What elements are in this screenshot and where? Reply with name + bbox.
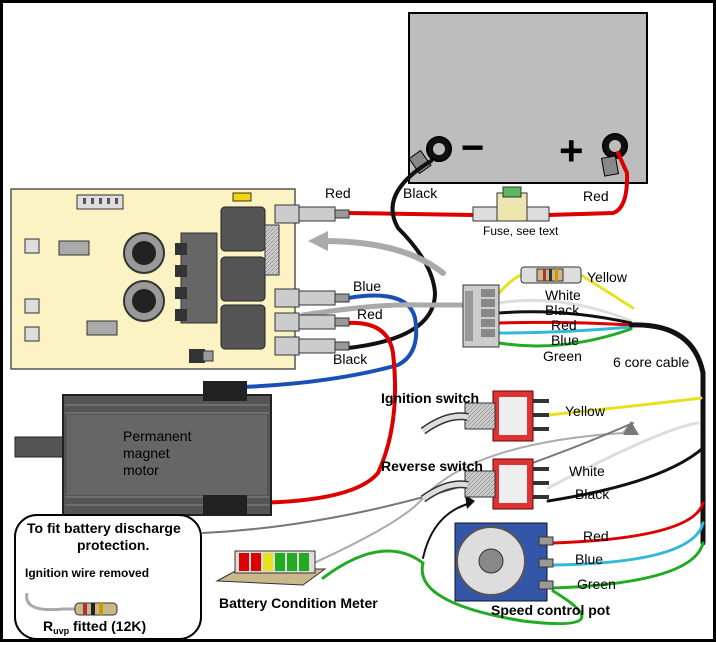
label-pot-red: Red [583,528,609,544]
resistor-icon [74,602,118,616]
grey-arrowhead [308,231,328,251]
motor [14,381,272,516]
label-white: White [545,287,581,303]
speed-control-pot-title: Speed control pot [491,602,610,618]
diagram-canvas: − + [10,12,706,640]
ignition-switch-title: Ignition switch [381,390,479,406]
label-red-battery: Red [583,188,609,204]
reverse-switch[interactable] [420,458,549,510]
reverse-switch-title: Reverse switch [381,458,483,474]
battery-plus-symbol: + [559,127,584,174]
label-reverse-black: Black [575,486,610,502]
spade-connectors [274,204,350,356]
resistor-label-subscript: uvp [53,626,70,636]
label-blue-motor: Blue [353,278,381,294]
resistor-label-rest: fitted (12K) [69,618,146,634]
label-fuse: Fuse, see text [483,224,559,238]
connector-red-top [274,204,350,224]
connector-red-motor [274,312,350,332]
motor-label-line1: Permanent [123,428,192,444]
label-red: Red [551,317,577,333]
label-red-motor: Red [357,306,383,322]
protection-note: Ignition wire removed [25,566,149,580]
battery: − + [408,12,648,184]
controller-board [10,188,296,370]
arrow-to-reverse-icon [465,495,475,509]
connector-black [274,336,350,356]
label-black-battery: Black [403,185,438,201]
protection-title-line2: protection. [77,537,149,553]
resistor-label-r: R [43,618,53,634]
label-blue: Blue [551,332,579,348]
label-six-core-cable: 6 core cable [613,354,689,370]
label-black: Black [545,302,580,318]
protection-title-line1: To fit battery discharge [27,520,181,536]
label-red-top: Red [325,185,351,201]
motor-label-line3: motor [123,462,159,478]
battery-minus-symbol: − [461,126,484,170]
label-pot-green: Green [577,576,616,592]
label-pot-blue: Blue [575,551,603,567]
resistor-label: Ruvp fitted (12K) [43,618,146,636]
ignition-switch[interactable] [420,390,549,442]
label-reverse-white: White [569,463,605,479]
label-green: Green [543,348,582,364]
label-ignition-yellow: Yellow [565,403,606,419]
multiway-connector [462,266,582,348]
speed-control-pot[interactable] [454,522,554,602]
label-yellow: Yellow [587,269,628,285]
fuse [472,186,550,222]
battery-condition-meter [215,550,327,586]
battery-meter-title: Battery Condition Meter [219,595,378,611]
arrow-to-ignition-icon [623,421,639,435]
motor-label-line2: magnet [123,445,170,461]
label-black-motor: Black [333,351,368,367]
protection-note-box [14,514,202,640]
connector-blue [274,288,350,308]
